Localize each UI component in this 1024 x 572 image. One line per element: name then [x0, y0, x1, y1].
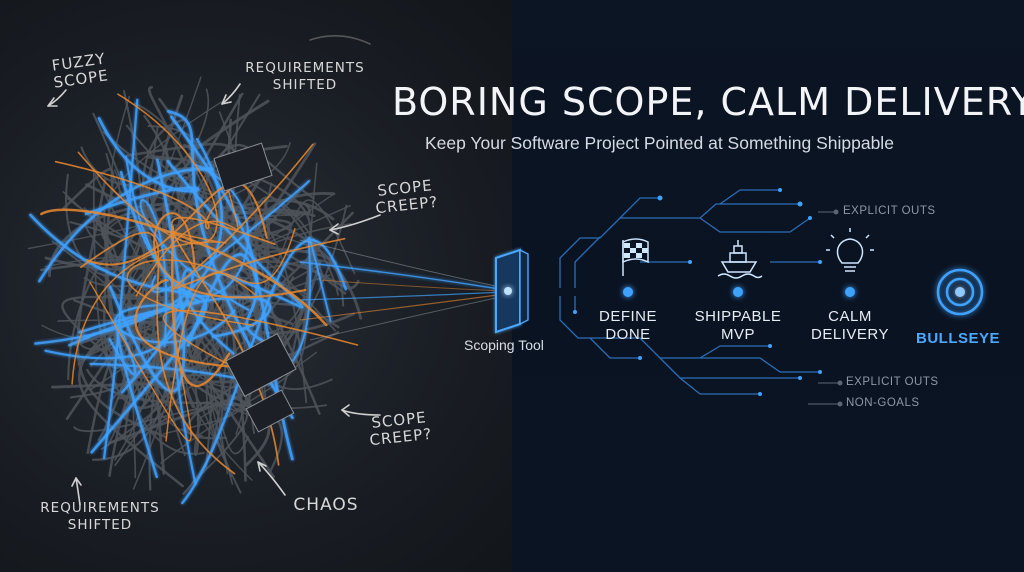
checkered-flag-icon: [622, 238, 649, 276]
wire-strand: [116, 90, 168, 312]
wire-strand: [68, 170, 200, 347]
requirements-shifted-top-label: REQUIREMENTS SHIFTED: [245, 60, 365, 93]
wire-strand: [34, 138, 223, 345]
wire-strand: [172, 143, 346, 290]
wire-strand: [139, 199, 250, 348]
non-goals-tag: NON-GOALS: [846, 397, 920, 409]
wire-strand: [38, 167, 214, 283]
wire-strand: [44, 300, 197, 485]
wire-strand: [151, 180, 310, 294]
step-define-done-label: DEFINE DONE: [598, 308, 657, 343]
wire-strand: [180, 151, 231, 459]
wire-strand: [40, 208, 328, 327]
requirements-shifted-bottom-label: REQUIREMENTS SHIFTED: [40, 500, 160, 533]
wire-strand: [54, 158, 267, 230]
circuit-traces: [559, 189, 820, 395]
chaos-label: CHAOS: [293, 495, 359, 515]
wire-strand: [134, 279, 267, 370]
scoping-tool-icon: [495, 248, 529, 334]
wire-strand: [114, 303, 236, 344]
page-title: BORING SCOPE, CALM DELIVERY: [392, 80, 1024, 124]
tangled-wire-ball: [27, 76, 363, 505]
wire-strand: [162, 309, 359, 380]
wire-strand: [80, 231, 236, 475]
tag-connectors: [808, 209, 843, 407]
page-subtitle: Keep Your Software Project Pointed at So…: [425, 133, 894, 153]
wire-strand: [161, 168, 356, 335]
funnel-rays: [299, 239, 506, 341]
wire-strand: [170, 225, 231, 388]
circuit-board-fragment: [213, 142, 297, 433]
wire-strand: [77, 93, 218, 245]
wire-strand: [166, 109, 294, 420]
bullseye-label: BULLSEYE: [916, 330, 1001, 347]
wire-strand: [71, 231, 227, 385]
wire-strand: [108, 327, 158, 479]
wire-strand: [134, 102, 333, 390]
wire-strand: [183, 278, 286, 481]
wire-strand: [103, 98, 139, 460]
annotation-arrows: [47, 35, 381, 506]
bullseye-icon: [936, 268, 984, 316]
step-nodes: [623, 287, 855, 297]
wire-strand: [265, 236, 332, 375]
step-calm-delivery-label: CALM DELIVERY: [811, 308, 889, 343]
wire-strand: [196, 401, 249, 455]
wire-strand: [170, 216, 280, 466]
circuit-nodes: [573, 188, 822, 396]
explicit-outs-top-tag: EXPLICIT OUTS: [843, 205, 936, 217]
wire-strand: [89, 281, 192, 442]
explicit-outs-bottom-tag: EXPLICIT OUTS: [846, 376, 939, 388]
wire-strand: [101, 194, 334, 320]
wire-strand: [125, 155, 250, 298]
wire-strand: [170, 115, 283, 353]
step-shippable-mvp-label: SHIPPABLE MVP: [694, 308, 782, 343]
wire-strand: [85, 182, 268, 266]
lightbulb-icon: [826, 228, 874, 272]
wire-strand: [78, 296, 272, 338]
scoping-tool-label: Scoping Tool: [464, 337, 544, 353]
ship-icon: [717, 240, 763, 279]
wire-strand: [126, 259, 256, 327]
